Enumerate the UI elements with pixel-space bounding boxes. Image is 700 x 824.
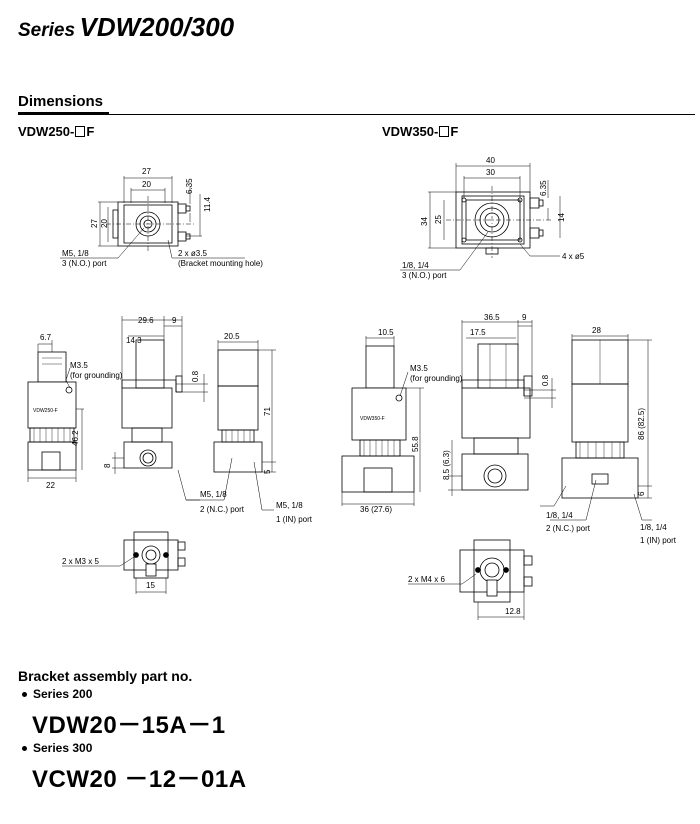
right-front-view [448,320,556,496]
ground-screw-right: M3.5 [410,364,428,373]
dim-6-35-left: 6.35 [185,178,194,194]
nameplate-right: VDW350-F [360,416,385,422]
model-label-right: VDW350-F [382,124,459,139]
bracket-hole-count: 2 x ø3.5 [178,249,207,258]
port-n-c-left-size: M5, 1/8 [200,490,227,499]
nameplate-left: VDW250-F [33,408,58,414]
dim-5: 5 [263,469,272,474]
port-n-o-right-label: 3 (N.O.) port [402,271,447,280]
port-n-o-left-size: M5, 1/8 [62,249,89,258]
dim-25: 25 [434,215,443,224]
dim-27-width: 27 [142,167,151,176]
port-n-c-left-label: 2 (N.C.) port [200,505,245,514]
right-hole-count: 4 x ø5 [562,252,585,261]
model-label-left: VDW250-F [18,124,95,139]
bracket-hole-label: (Bracket mounting hole) [178,259,263,268]
dim-10-5: 10.5 [378,328,394,337]
option-box-icon [439,126,450,137]
dim-86: 86 (82.5) [637,408,646,440]
ground-screw-left: M3.5 [70,361,88,370]
left-side-view [27,340,84,482]
dim-12-8: 12.8 [505,607,521,616]
right-bracket-view [408,539,533,620]
dim-14: 14 [557,213,566,222]
dim-55-8: 55.8 [411,436,420,452]
bracket-screw-left: 2 x M3 x 5 [62,557,99,566]
port-n-c-right-size: 1/8, 1/4 [546,511,573,520]
port-n-o-left-label: 3 (N.O.) port [62,259,107,268]
port-in-right-size: 1/8, 1/4 [640,523,667,532]
dim-6-35-right: 6.35 [539,180,548,196]
series-title: Series VDW200/300 [18,12,234,43]
dim-9-right: 9 [522,313,527,322]
port-in-left-label: 1 (IN) port [276,515,313,524]
dim-9-left: 9 [172,316,177,325]
dim-6-7: 6.7 [40,333,52,342]
dim-17-5: 17.5 [470,328,486,337]
dim-40: 40 [486,156,495,165]
dim-20-width: 20 [142,180,151,189]
dim-30: 30 [486,168,495,177]
option-box-icon [75,126,86,137]
right-rear-view [540,334,652,521]
dim-46-2: 46.2 [71,430,80,446]
dim-71: 71 [263,407,272,416]
dim-0-8-left: 0.8 [191,370,200,382]
port-n-c-right-label: 2 (N.C.) port [546,524,591,533]
bullet-icon [22,692,27,698]
left-rear-view [177,340,276,511]
ground-label-left: (for grounding) [70,371,123,380]
heading-underline [18,112,109,114]
series-200-label: Series 200 [22,687,92,701]
dim-11-4: 11.4 [203,196,212,212]
dim-28: 28 [592,326,601,335]
port-n-o-right-size: 1/8, 1/4 [402,261,429,270]
left-bracket-view [62,531,186,594]
dim-27-height: 27 [90,219,99,228]
bracket-screw-right: 2 x M4 x 6 [408,575,445,584]
series-300-label: Series 300 [22,741,92,755]
dim-22: 22 [46,481,55,490]
dim-14-3: 14.3 [126,336,142,345]
dimension-drawing: 27 20 6.35 11.4 27 20 M5, 1/8 3 (N.O.) p… [27,156,677,620]
part-number-200: VDW20－15A－1 [32,712,226,739]
dim-0-8-right: 0.8 [541,374,550,386]
series-model: VDW200/300 [79,12,235,42]
part-number-300: VCW20 －12－01A [32,766,247,793]
port-in-left-size: M5, 1/8 [276,501,303,510]
dim-29-6: 29.6 [138,316,154,325]
dimensions-heading: Dimensions [18,93,104,110]
left-top-view [60,176,245,259]
ground-label-right: (for grounding) [410,374,463,383]
dim-36-5: 36.5 [484,313,500,322]
bracket-heading: Bracket assembly part no. [18,668,193,684]
right-top-view [400,163,561,271]
dim-8-5: 8.5 (6.3) [442,450,451,480]
section-divider [18,114,695,115]
left-front-view [112,316,208,474]
dim-36: 36 (27.6) [360,505,392,514]
dim-6: 6 [637,491,646,496]
series-prefix: Series [18,20,76,41]
right-side-view [341,336,424,506]
dim-15: 15 [146,581,155,590]
bullet-icon [22,746,27,752]
dim-34: 34 [420,217,429,226]
dim-20-height: 20 [100,219,109,228]
dim-20-5: 20.5 [224,332,240,341]
dim-8: 8 [103,463,112,468]
port-in-right-label: 1 (IN) port [640,536,677,545]
